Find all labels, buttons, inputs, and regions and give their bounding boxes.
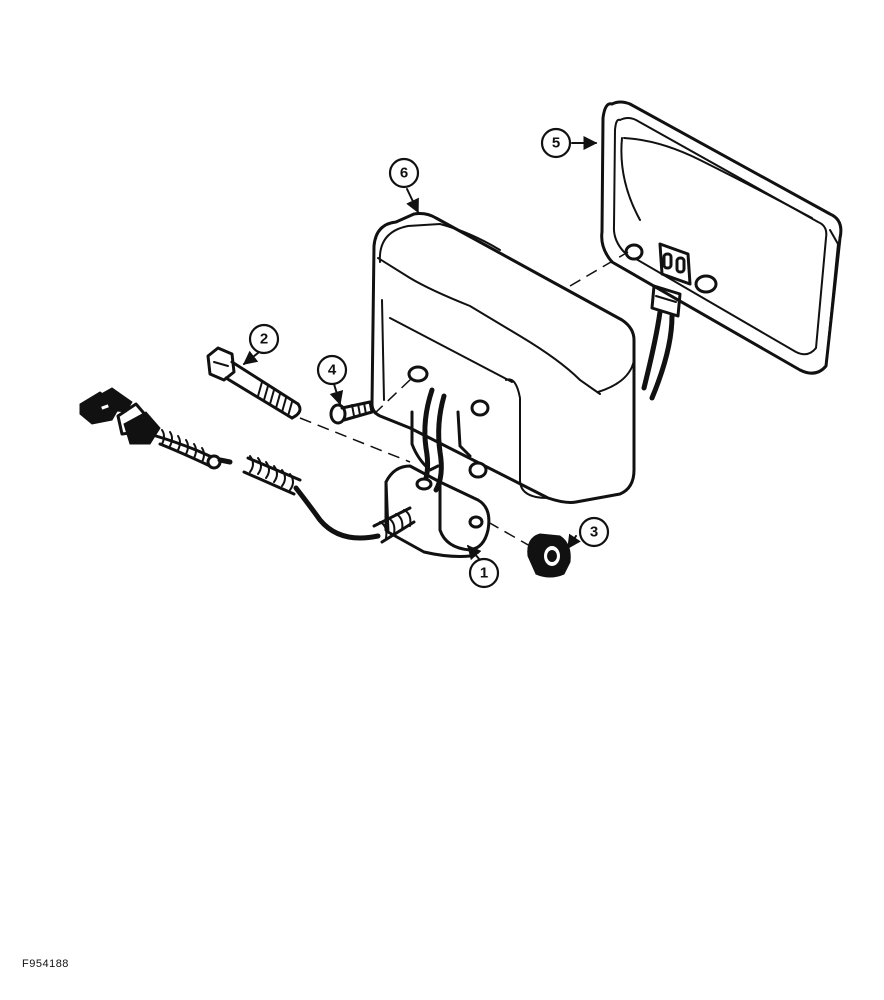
callout-2: 2 [248, 323, 280, 355]
callout-3-label: 3 [590, 524, 598, 541]
callout-3: 3 [578, 516, 610, 548]
leader-lines [242, 136, 598, 561]
callout-5: 5 [540, 127, 572, 159]
callout-2-label: 2 [260, 331, 268, 348]
wiring-harness [79, 387, 416, 544]
callout-1: 1 [468, 557, 500, 589]
screw [329, 400, 374, 425]
figure-id: F954188 [22, 958, 69, 970]
lamp-housing [370, 212, 636, 504]
callout-5-label: 5 [552, 135, 560, 152]
lamp-lens [600, 100, 843, 401]
callout-1-label: 1 [480, 565, 488, 582]
assembly-lines [299, 251, 629, 547]
callout-6: 6 [388, 157, 420, 189]
bolt [206, 346, 302, 420]
callout-4-label: 4 [328, 362, 337, 379]
callout-4: 4 [316, 354, 348, 386]
flange-nut [527, 533, 571, 578]
callout-6-label: 6 [400, 165, 408, 182]
